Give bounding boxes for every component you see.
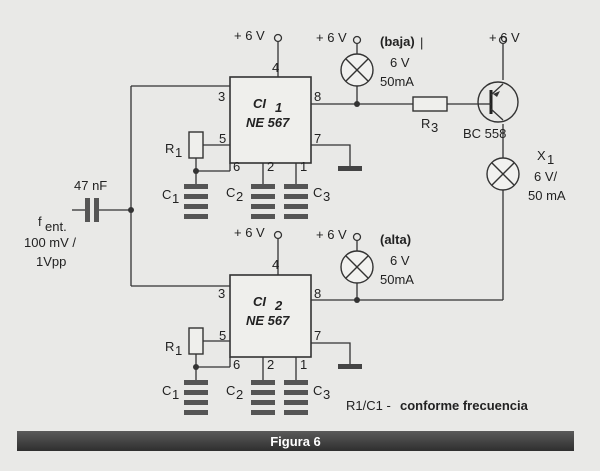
ic2-c1-capacitor-icon (184, 380, 208, 415)
lamp-high-volt: 6 V (390, 253, 410, 268)
ground-symbols (338, 166, 362, 369)
supply-label-ic2: + 6 V (234, 225, 265, 240)
ic2-c3-name: C (313, 383, 322, 398)
ic1-r1-name: R (165, 141, 174, 156)
ic1-c3-capacitor-icon (284, 184, 308, 219)
lamp-low-current: 50mA (380, 74, 414, 89)
input-capacitor-icon (85, 198, 99, 222)
ic2-part: NE 567 (246, 313, 290, 328)
ic2-name-sub: 2 (274, 298, 283, 313)
note-rhs: conforme frecuencia (400, 398, 529, 413)
ic2-pin3: 3 (218, 286, 225, 301)
ic1-ne567: CI 1 NE 567 4 3 8 5 7 6 2 1 (218, 60, 321, 174)
lamp-high-icon (340, 250, 374, 284)
junction-dots (128, 101, 360, 370)
lamp-low-tag: (baja) (380, 34, 415, 49)
supply-label-ic1: + 6 V (234, 28, 265, 43)
ic2-c3-capacitor-icon (284, 380, 308, 415)
wiring (72, 42, 504, 380)
ic1-r1-resistor-icon (188, 131, 204, 159)
figure-caption-bar: Figura 6 (17, 431, 574, 451)
ic2-pin8: 8 (314, 286, 321, 301)
ic1-pin4: 4 (272, 60, 279, 75)
ic2-pin1: 1 (300, 357, 307, 372)
input-f: f (38, 214, 42, 229)
ic2-ne567: CI 2 NE 567 4 3 8 5 7 6 2 1 (218, 257, 321, 372)
input-f-sub: ent. (45, 219, 67, 234)
pnp-transistor-icon (477, 81, 519, 123)
ic1-pin6: 6 (233, 159, 240, 174)
figure-caption: Figura 6 (270, 433, 321, 449)
ic2-c1-name: C (162, 383, 171, 398)
ic2-r1-sub: 1 (175, 343, 182, 358)
ic2-r1-name: R (165, 339, 174, 354)
ic1-r1-sub: 1 (175, 145, 182, 160)
ic2-pin2: 2 (267, 357, 274, 372)
lamp-low-mark: | (420, 35, 423, 50)
lamp-high-tag: (alta) (380, 232, 411, 247)
lamp-low-icon (340, 53, 374, 87)
ic1-pin2: 2 (267, 159, 274, 174)
supply-label-transistor: + 6 V (489, 30, 520, 45)
r3-resistor-icon (412, 96, 448, 112)
ic2-c1-sub: 1 (172, 387, 179, 402)
ic1-name: CI (253, 96, 266, 111)
ic2-name: CI (253, 294, 266, 309)
ic1-part: NE 567 (246, 115, 290, 130)
ic1-c3-sub: 3 (323, 189, 330, 204)
ic2-r1-resistor-icon (188, 327, 204, 355)
ic1-pin3: 3 (218, 89, 225, 104)
supply-label-lamp-high: + 6 V (316, 227, 347, 242)
input-pp: 1Vpp (36, 254, 66, 269)
lamp-high-current: 50mA (380, 272, 414, 287)
x1-current: 50 mA (528, 188, 566, 203)
ic1-c1-capacitor-icon (184, 184, 208, 219)
ic2-pin4: 4 (272, 257, 279, 272)
transistor-name: BC 558 (463, 126, 506, 141)
input-amplitude: 100 mV / (24, 235, 76, 250)
ic2-c2-sub: 2 (236, 387, 243, 402)
ic1-pin8: 8 (314, 89, 321, 104)
ic1-pin7: 7 (314, 131, 321, 146)
supply-terminals (273, 33, 508, 242)
ic1-pin1: 1 (300, 159, 307, 174)
lamp-low-volt: 6 V (390, 55, 410, 70)
note-lhs: R1/C1 - (346, 398, 391, 413)
ic2-pin5: 5 (219, 328, 226, 343)
ic2-pin6: 6 (233, 357, 240, 372)
ic1-c3-name: C (313, 185, 322, 200)
r3-name: R (421, 116, 430, 131)
x1-sub: 1 (547, 152, 554, 167)
ic2-c2-capacitor-icon (251, 380, 275, 415)
ic1-c2-capacitor-icon (251, 184, 275, 219)
lamp-x1-icon (486, 157, 520, 191)
x1-volt: 6 V/ (534, 169, 558, 184)
input-cap-value: 47 nF (74, 178, 107, 193)
ic1-name-sub: 1 (275, 100, 282, 115)
ic2-c2-name: C (226, 383, 235, 398)
ic1-c2-sub: 2 (236, 189, 243, 204)
supply-label-lamp-low: + 6 V (316, 30, 347, 45)
x1-name: X (537, 148, 546, 163)
ic2-c3-sub: 3 (323, 387, 330, 402)
ic1-c1-sub: 1 (172, 191, 179, 206)
ic1-pin5: 5 (219, 131, 226, 146)
r3-sub: 3 (431, 120, 438, 135)
ic1-c2-name: C (226, 185, 235, 200)
ic2-pin7: 7 (314, 328, 321, 343)
ic1-c1-name: C (162, 187, 171, 202)
